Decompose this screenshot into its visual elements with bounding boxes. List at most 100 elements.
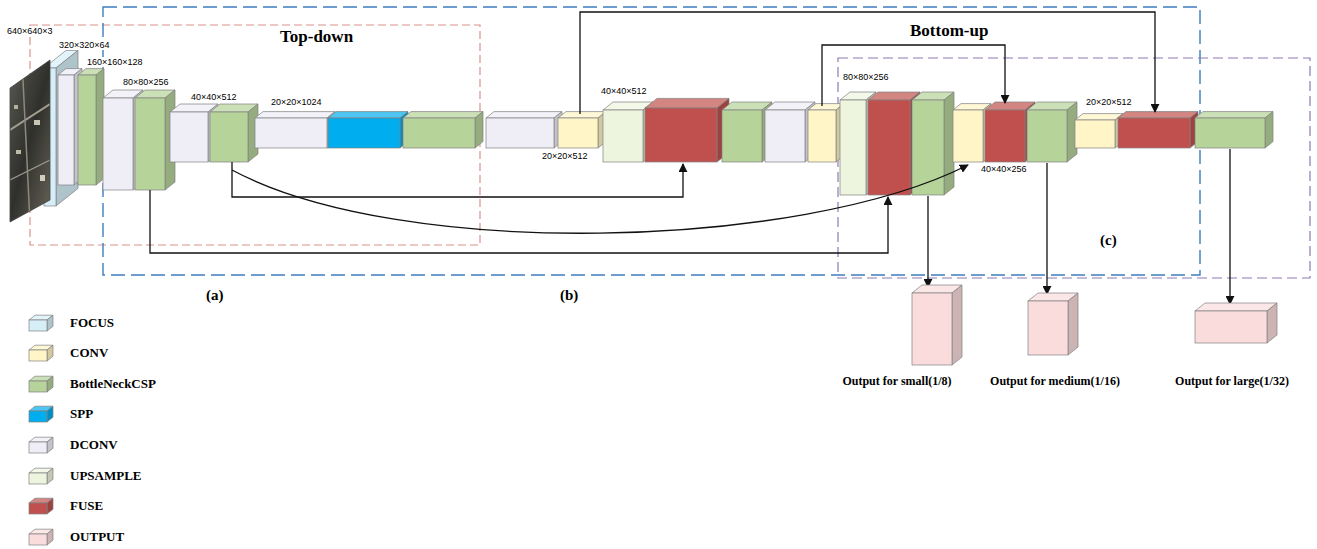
swatch-block: [29, 468, 53, 484]
block-front: [29, 442, 47, 453]
block-front: [765, 110, 805, 162]
block-front: [135, 98, 165, 190]
dimension-label: 40×40×512: [190, 92, 238, 102]
block-side: [1265, 112, 1273, 148]
block-front: [210, 112, 248, 162]
swatch-block: [29, 376, 53, 392]
block-top: [1195, 112, 1273, 118]
block-side: [47, 437, 53, 453]
output-box: [1195, 303, 1277, 343]
csp-block: [210, 104, 258, 162]
swatch-block: [29, 406, 53, 422]
head-region: [838, 58, 1310, 278]
legend-swatch: [28, 528, 56, 546]
skip-line: [150, 190, 888, 253]
block-front: [78, 75, 96, 185]
block-front: [1028, 301, 1068, 355]
stage-heading: Top-down: [280, 28, 353, 45]
block-top: [255, 112, 335, 118]
csp-block: [912, 92, 954, 195]
dimension-label: 160×160×128: [86, 57, 144, 67]
swatch-block: [29, 315, 53, 331]
neck-region: [103, 7, 1200, 275]
block-front: [558, 118, 598, 148]
legend-swatch: [28, 314, 56, 332]
dimension-label: 20×20×512: [1085, 97, 1133, 107]
legend-swatch: [28, 405, 56, 423]
legend-text: DCONV: [70, 436, 118, 454]
block-side: [47, 406, 53, 422]
output-block: [911, 284, 963, 366]
output-block: [1194, 302, 1278, 344]
photo-road: [10, 104, 50, 130]
swatch-block: [29, 345, 53, 361]
photo-spot: [34, 120, 40, 125]
block-front: [985, 110, 1025, 162]
block-front: [912, 100, 944, 195]
output-node: Output for medium(1/16): [990, 292, 1120, 389]
block-front: [1118, 118, 1190, 148]
legend-swatch: [28, 467, 56, 485]
block-front: [486, 118, 554, 148]
legend-text: FOCUS: [70, 314, 114, 332]
output-box: [912, 285, 962, 365]
output-node: Output for small(1/8): [842, 284, 963, 389]
block-front: [868, 100, 910, 195]
output-caption: Output for small(1/8): [842, 374, 951, 388]
csp-block: [1195, 112, 1273, 148]
block-side: [47, 468, 53, 484]
block-front: [1195, 118, 1265, 148]
output-arrow: [927, 196, 928, 287]
output-arrow: [1046, 163, 1047, 294]
block-front: [103, 98, 133, 190]
block-front: [1075, 120, 1115, 148]
layer-blocks: [44, 50, 1273, 206]
block-side: [47, 498, 53, 514]
photo-ground: [8, 58, 52, 224]
spp-block: [328, 112, 408, 148]
panel-label: (a): [206, 287, 224, 304]
block-front: [603, 110, 643, 162]
block-front: [170, 112, 208, 162]
dimension-label: 40×40×256: [980, 164, 1028, 174]
block-front: [29, 381, 47, 392]
block-side: [47, 376, 53, 392]
skip-line: [580, 12, 1155, 114]
dimension-label: 20×20×512: [541, 151, 589, 161]
block-side: [1267, 303, 1277, 343]
block-side: [1068, 293, 1078, 355]
block-side: [952, 285, 962, 365]
block-front: [29, 534, 47, 545]
skip-curve: [232, 165, 968, 233]
photo-road: [10, 160, 50, 180]
photo-spot: [40, 175, 45, 181]
csp-block: [135, 90, 175, 190]
skip-line: [232, 162, 683, 197]
block-front: [403, 118, 475, 148]
legend-text: OUTPUT: [70, 528, 124, 546]
fuse-block: [645, 98, 729, 162]
csp-block: [78, 69, 104, 185]
legend-swatch: [28, 344, 56, 362]
panel-label: (b): [560, 287, 578, 304]
block-front: [29, 320, 47, 331]
output-arrow: [1229, 149, 1230, 304]
output-caption: Output for medium(1/16): [990, 374, 1120, 388]
block-top: [1118, 112, 1198, 118]
photo-spot: [16, 150, 21, 154]
fuse-block: [1118, 112, 1198, 148]
conv-block: [558, 112, 606, 148]
dconv-block: [765, 102, 815, 162]
conv-block: [808, 104, 844, 162]
dimension-label: 20×20×1024: [270, 97, 323, 107]
block-side: [475, 112, 483, 148]
input-photo: [8, 58, 52, 224]
block-front: [722, 110, 762, 162]
block-front: [1195, 311, 1267, 343]
output-box: [1028, 293, 1078, 355]
legend-swatch: [28, 375, 56, 393]
stage-heading: Bottom-up: [910, 22, 988, 39]
block-front: [29, 473, 47, 484]
csp-block: [403, 112, 483, 148]
photo-frame: [10, 60, 50, 222]
